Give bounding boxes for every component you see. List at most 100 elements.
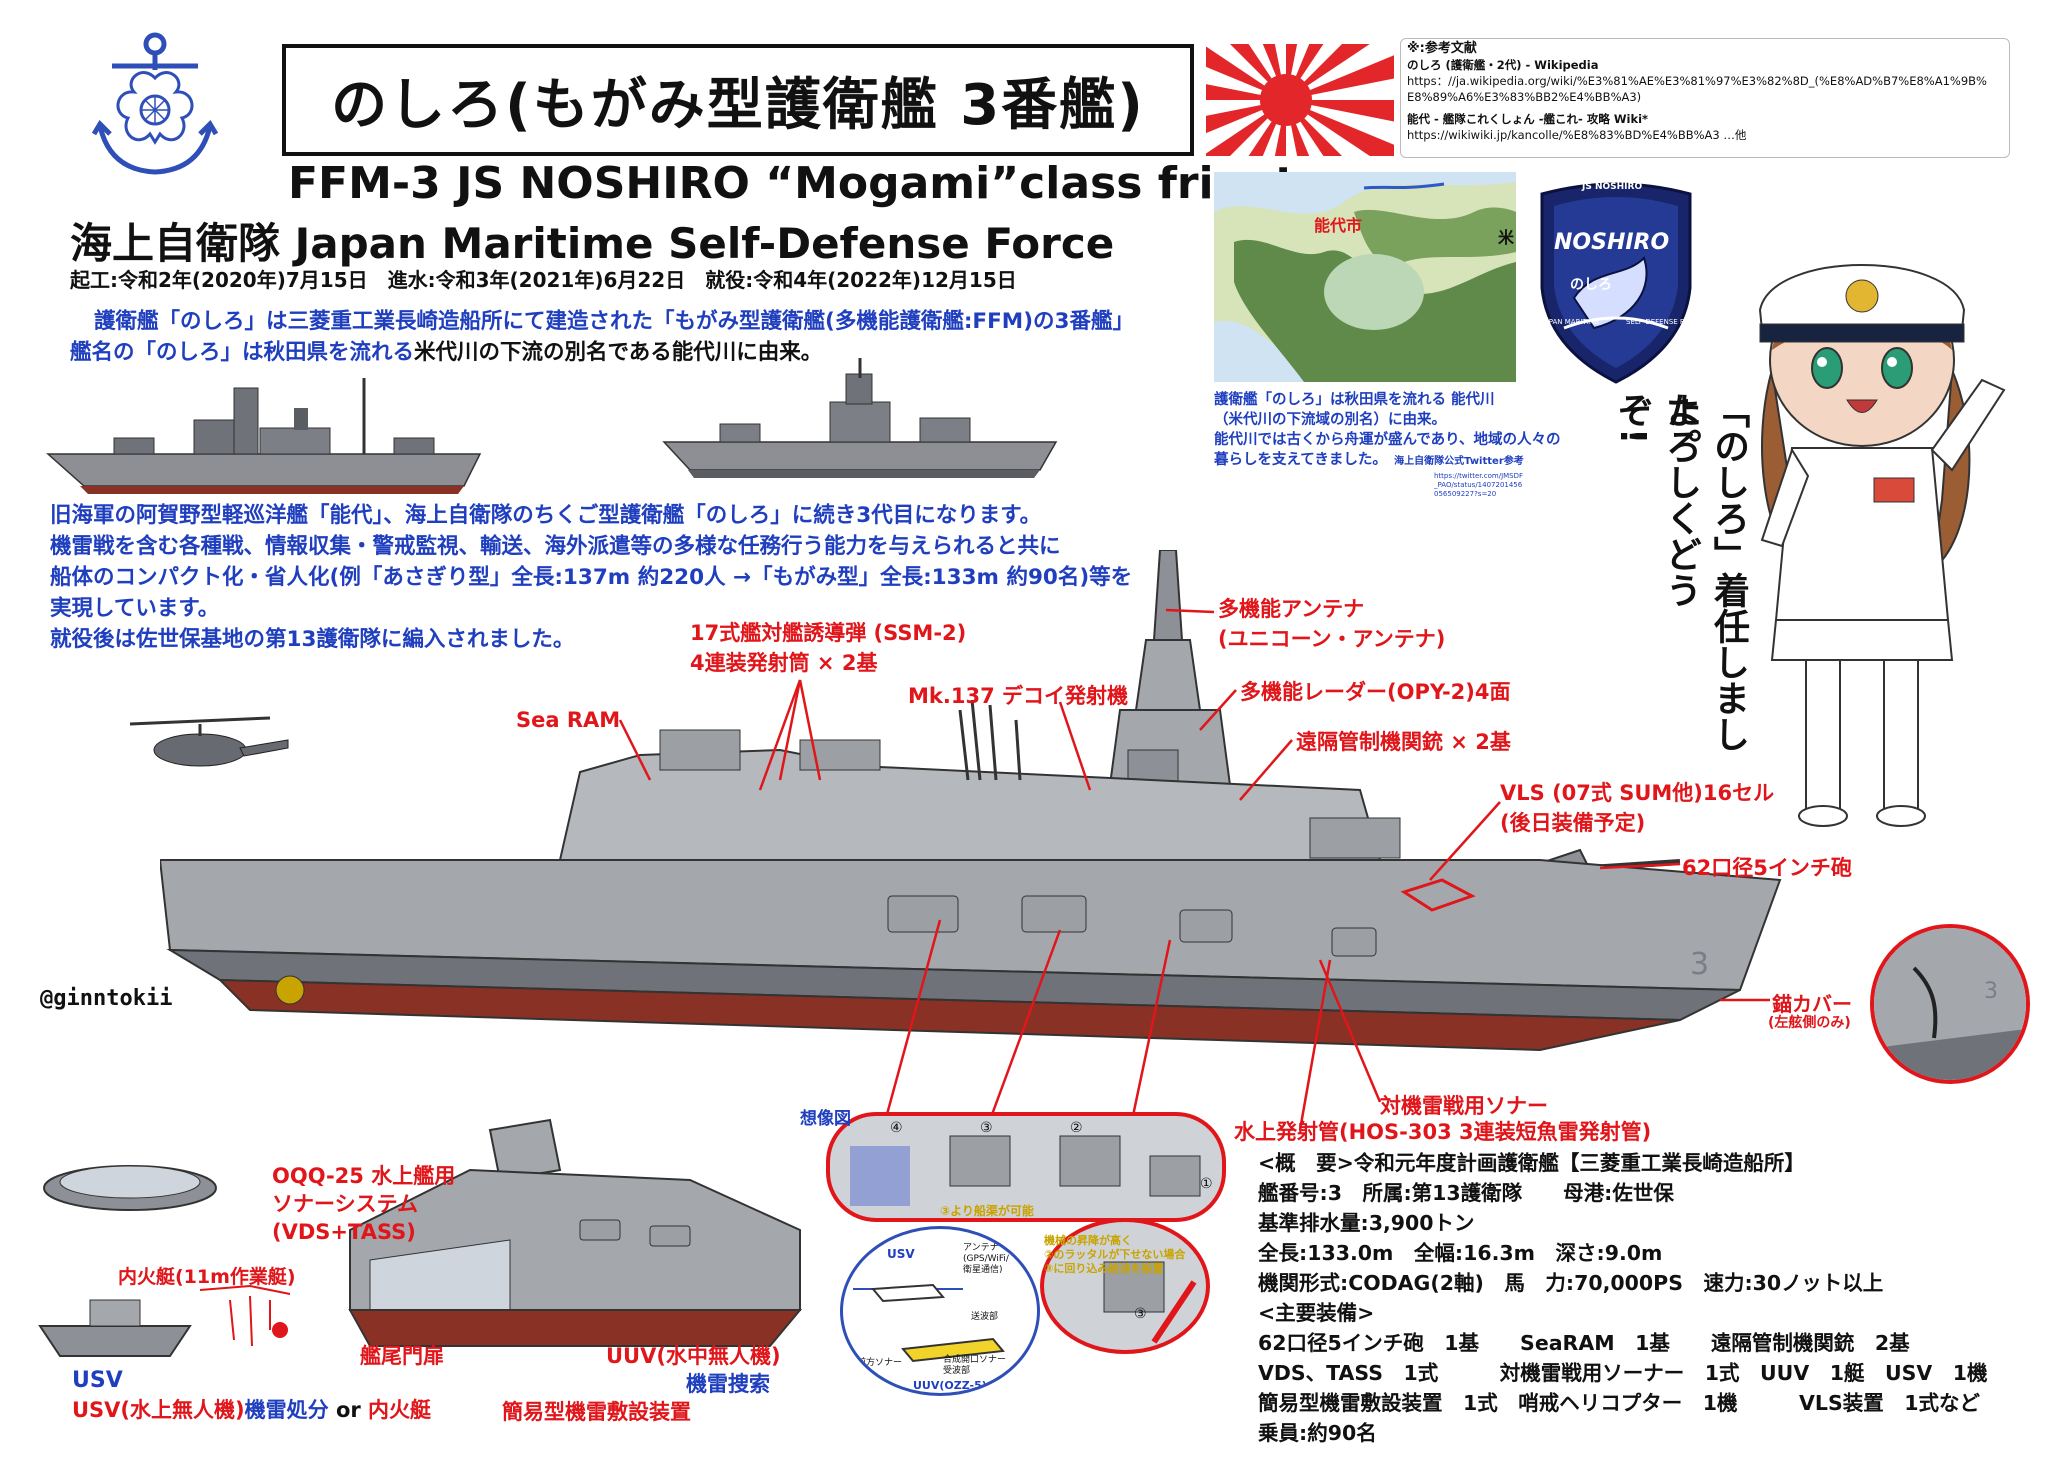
- history-line: 実現しています。: [50, 596, 220, 621]
- spec-line: 簡易型機雷敷設装置 1式 哨戒ヘリコプター 1機 VLS装置 1式など: [1258, 1391, 1980, 1415]
- references-panel: ※:参考文献 のしろ (護衛艦・2代) - Wikipedia https：//…: [1400, 38, 2010, 158]
- callout-searam: Sea RAM: [516, 708, 621, 732]
- callout-uuv: UUV(水中無人機) 機雷捜索: [606, 1342, 781, 1398]
- noshiro-map: 能代市 米: [1214, 172, 1516, 382]
- uuv-diagram-usv: USV: [887, 1247, 915, 1261]
- callout-text: UUV(水中無人機): [606, 1344, 781, 1368]
- diagram-text: 合成開口ソナー: [943, 1355, 1007, 1365]
- callout-radar: 多機能レーダー(OPY-2)4面: [1240, 680, 1511, 704]
- spec-line: 全長:133.0m 全幅:16.3m 深さ:9.0m: [1258, 1241, 1663, 1265]
- callout-text: (VDS+TASS): [272, 1220, 416, 1244]
- jmsdf-anchor-emblem: [90, 30, 220, 180]
- references-heading: ※:参考文献: [1407, 41, 1477, 56]
- callout-anchor: 錨カバー: [1772, 992, 1852, 1016]
- callout-decoy: Mk.137 デコイ発射機: [908, 684, 1128, 708]
- spec-line: <主要装備>: [1258, 1301, 1375, 1325]
- intro-paragraph: 護衛艦「のしろ」は三菱重工業長崎造船所にて建造された「もがみ型護衛艦(多機能護衛…: [70, 306, 1134, 368]
- callout-text: ソナーシステム: [272, 1192, 418, 1216]
- spec-line: VDS、TASS 1式 対機雷戦用ソーナー 1式 UUV 1艇 USV 1機: [1258, 1361, 1988, 1385]
- crest-name: NOSHIRO: [1554, 230, 1670, 255]
- build-dates: 起工:令和2年(2020年)7月15日 進水:令和3年(2021年)6月22日 …: [70, 268, 1017, 292]
- work-boat-illustration: [30, 1286, 200, 1366]
- destroyer-escort-illustration: [660, 358, 1060, 488]
- crest-kana: のしろ: [1570, 277, 1612, 293]
- map-caption-line: （米代川の下流域の別名）に由来。: [1214, 412, 1446, 428]
- usv-line-part: USV(水上無人機): [72, 1398, 245, 1422]
- crest-top-text: JS NOSHIRO: [1582, 182, 1643, 192]
- bay-number: ①: [1200, 1176, 1213, 1192]
- callout-ssm: 17式艦対艦誘導弾 (SSM-2) 4連装発射筒 × 2基: [690, 618, 966, 678]
- map-caption-line: 能代川では古くから舟運が盛んであり、地域の人々の: [1214, 432, 1561, 448]
- bay-number: ④: [890, 1120, 903, 1136]
- callout-vls: VLS (07式 SUM他)16セル (後日装備予定): [1500, 778, 1774, 838]
- intro-line-part: 艦名の「のしろ」は秋田県を流れる: [70, 340, 415, 365]
- specs-heading: <概 要>令和元年度計画護衛艦【三菱重工業長崎造船所】: [1258, 1151, 1805, 1175]
- map-caption: 護衛艦「のしろ」は秋田県を流れる 能代川 （米代川の下流域の別名）に由来。 能代…: [1214, 390, 1561, 472]
- history-line: 就役後は佐世保基地の第13護衛隊に編入されました。: [50, 627, 575, 652]
- bay-number: ③: [980, 1120, 993, 1136]
- callout-text: OQQ-25 水上艦用: [272, 1164, 456, 1188]
- crest-right-text: SELF-DEFENSE FORCE: [1626, 318, 1704, 326]
- callout-text: 4連装発射筒 × 2基: [690, 651, 878, 675]
- callout-antenna: 多機能アンテナ (ユニコーン・アンテナ): [1218, 594, 1445, 654]
- callout-rws: 遠隔管制機関銃 × 2基: [1296, 730, 1511, 754]
- english-subtitle: FFM-3 JS NOSHIRO “Mogami”class frigate: [288, 158, 1326, 209]
- callout-text: VLS (07式 SUM他)16セル: [1500, 781, 1775, 805]
- map-river-label: 米: [1498, 228, 1515, 247]
- bay-number: ③: [1134, 1306, 1147, 1322]
- map-source-url[interactable]: https://twitter.com/JMSDF_PAO/status/140…: [1434, 472, 1524, 498]
- callout-oqq: OQQ-25 水上艦用 ソナーシステム (VDS+TASS): [272, 1162, 455, 1246]
- diagram-text: 衛星通信): [963, 1265, 1003, 1275]
- usv-line-part: 内火艇: [368, 1398, 432, 1422]
- speech-line-1: 「のしろ」着任しました。: [1660, 392, 1749, 752]
- svg-text:3: 3: [1984, 979, 1998, 1004]
- usv-line-part: 機雷処分: [244, 1398, 329, 1422]
- crane-note-line: ②のラッタルが下せない場合: [1044, 1248, 1186, 1261]
- svg-text:3: 3: [1690, 947, 1709, 982]
- reference-link[interactable]: https：//ja.wikipedia.org/wiki/%E3%81%AE%…: [1407, 74, 1987, 88]
- map-city-label: 能代市: [1314, 216, 1363, 235]
- force-name: 海上自衛隊 Japan Maritime Self-Defense Force: [70, 219, 1115, 268]
- intro-line-part: 米代川の下流の別名である能代川に由来。: [414, 340, 823, 365]
- uuv-diagram-antenna: アンテナ (GPS/WiFi/ 衛星通信): [963, 1243, 1009, 1276]
- bay-number: ②: [1070, 1120, 1083, 1136]
- diagram-text: 受波部: [943, 1366, 971, 1376]
- uuv-diagram: USV アンテナ (GPS/WiFi/ 衛星通信) 送波部 前方ソナー 合成開口…: [840, 1226, 1040, 1396]
- bay-note: ③より船渠が可能: [940, 1204, 1034, 1218]
- noshiro-character-illustration: [1712, 240, 2032, 840]
- imagine-label: 想像図: [800, 1109, 851, 1129]
- history-line: 旧海軍の阿賀野型軽巡洋艦「能代」、海上自衛隊のちくご型護衛艦「のしろ」に続き3代…: [50, 503, 1042, 528]
- reference-item: 能代 - 艦隊これくしょん -艦これ- 攻略 Wiki*: [1407, 112, 1649, 126]
- uuv-diagram-name: UUV(OZZ-5): [913, 1379, 987, 1392]
- history-paragraph: 旧海軍の阿賀野型軽巡洋艦「能代」、海上自衛隊のちくご型護衛艦「のしろ」に続き3代…: [50, 500, 1132, 655]
- crane-note-line: 機械の昇降が高く: [1044, 1234, 1132, 1247]
- callout-text: (後日装備予定): [1500, 811, 1646, 835]
- map-caption-line: 暮らしを支えてきました。: [1214, 452, 1380, 468]
- crane-closeup: ③: [1040, 1218, 1210, 1354]
- reference-link[interactable]: https://wikiwiki.jp/kancolle/%E8%83%BD%E…: [1407, 128, 1747, 142]
- page-title: のしろ(もがみ型護衛艦 3番艦): [331, 72, 1145, 138]
- diagram-text: アンテナ: [963, 1243, 999, 1253]
- reference-link[interactable]: E8%89%A6%E3%83%BB2%E4%BB%A3): [1407, 90, 1642, 104]
- callout-usv-title: USV: [72, 1368, 123, 1393]
- crane-note-line: ③に回り込み給油を設置: [1044, 1262, 1164, 1275]
- mine-disposal-sketch: [190, 1260, 310, 1350]
- uuv-diagram-front-sonar: 前方ソナー: [857, 1358, 903, 1368]
- callout-text: (ユニコーン・アンテナ): [1218, 627, 1446, 651]
- spec-line: 機関形式:CODAG(2軸) 馬 力:70,000PS 速力:30ノット以上: [1258, 1271, 1884, 1295]
- crest-left-text: JAPAN MARITIME: [1542, 318, 1600, 326]
- title-box: のしろ(もがみ型護衛艦 3番艦): [282, 44, 1194, 156]
- spec-line: 62口径5インチ砲 1基 SeaRAM 1基 遠隔管制機関銃 2基: [1258, 1331, 1910, 1355]
- callout-text: 多機能アンテナ: [1218, 597, 1365, 621]
- callout-text: 機雷捜索: [686, 1372, 770, 1396]
- map-source: 海上自衛隊公式Twitter参考: [1394, 456, 1524, 467]
- callout-anchor-note: (左舷側のみ): [1768, 1015, 1851, 1031]
- reference-item: のしろ (護衛艦・2代) - Wikipedia: [1407, 58, 1599, 72]
- speech-line-2: よろしくどうぞ!: [1612, 392, 1701, 608]
- crane-note: 機械の昇降が高く ②のラッタルが下せない場合 ③に回り込み給油を設置: [1044, 1234, 1185, 1276]
- history-line: 船体のコンパクト化・省人化(例「あさぎり型」全長:137m 約220人 →「もが…: [50, 565, 1133, 590]
- mogami-frigate-illustration: 3: [158, 549, 1840, 1090]
- callout-text: 17式艦対艦誘導弾 (SSM-2): [690, 621, 967, 645]
- stern-view-illustration: [330, 1110, 810, 1360]
